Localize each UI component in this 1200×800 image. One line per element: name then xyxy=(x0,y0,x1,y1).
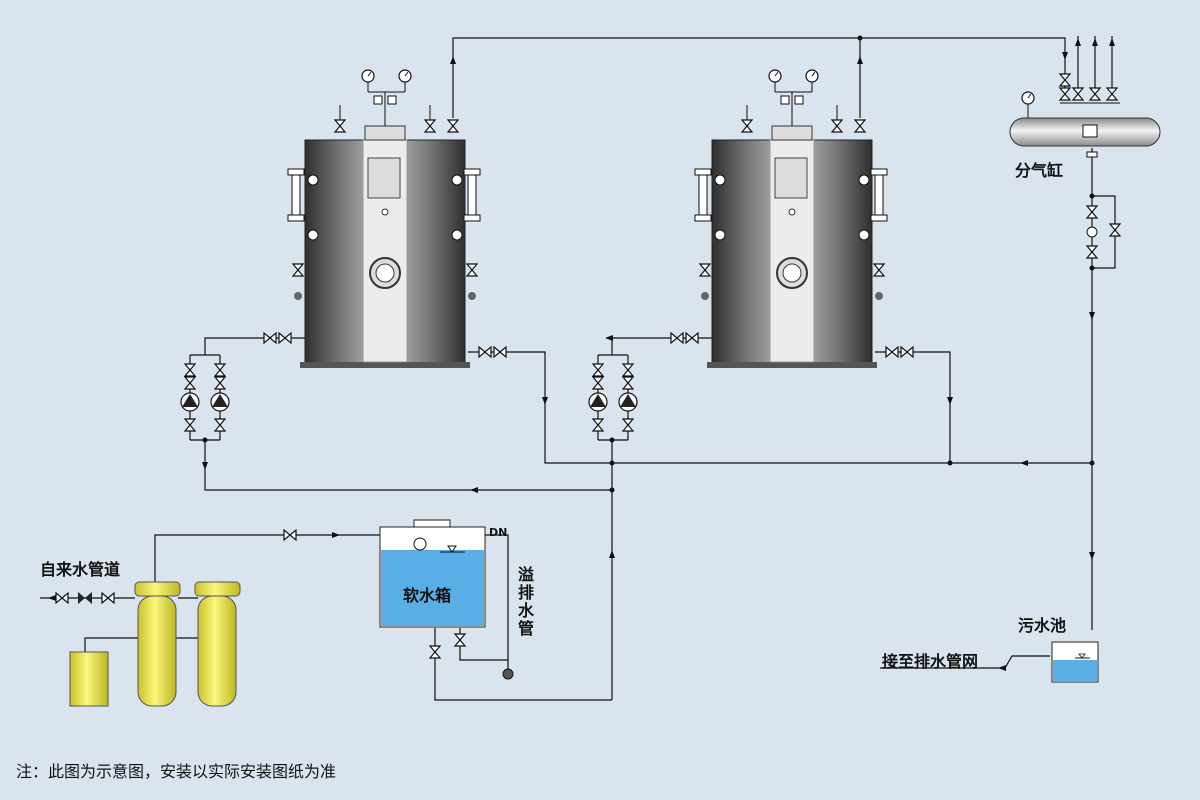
boiler-2 xyxy=(670,69,914,368)
junctions xyxy=(202,35,1095,493)
steam-header-label: 分气缸 xyxy=(1015,161,1064,180)
to-drain-network-label: 接至排水管网 xyxy=(882,652,979,671)
diagram-note: 注：此图为示意图，安装以实际安装图纸为准 xyxy=(16,762,337,781)
sewage-pool xyxy=(1051,641,1099,683)
overflow-drain-label: 溢排水管 xyxy=(518,565,535,638)
dn-label: DN xyxy=(489,526,508,539)
feed-pump-group-1 xyxy=(180,363,230,432)
sewage-pool-label: 污水池 xyxy=(1018,616,1067,635)
steam-header xyxy=(1009,73,1161,259)
soft-water-tank xyxy=(283,519,514,680)
steam-outlet-arrows xyxy=(1075,38,1115,46)
feed-pump-group-2 xyxy=(588,363,638,432)
water-softener xyxy=(48,581,241,707)
flow-arrows xyxy=(202,52,1095,671)
soft-water-tank-label: 软水箱 xyxy=(403,586,452,605)
tap-water-pipe-label: 自来水管道 xyxy=(40,560,121,579)
boiler-1 xyxy=(263,69,507,368)
